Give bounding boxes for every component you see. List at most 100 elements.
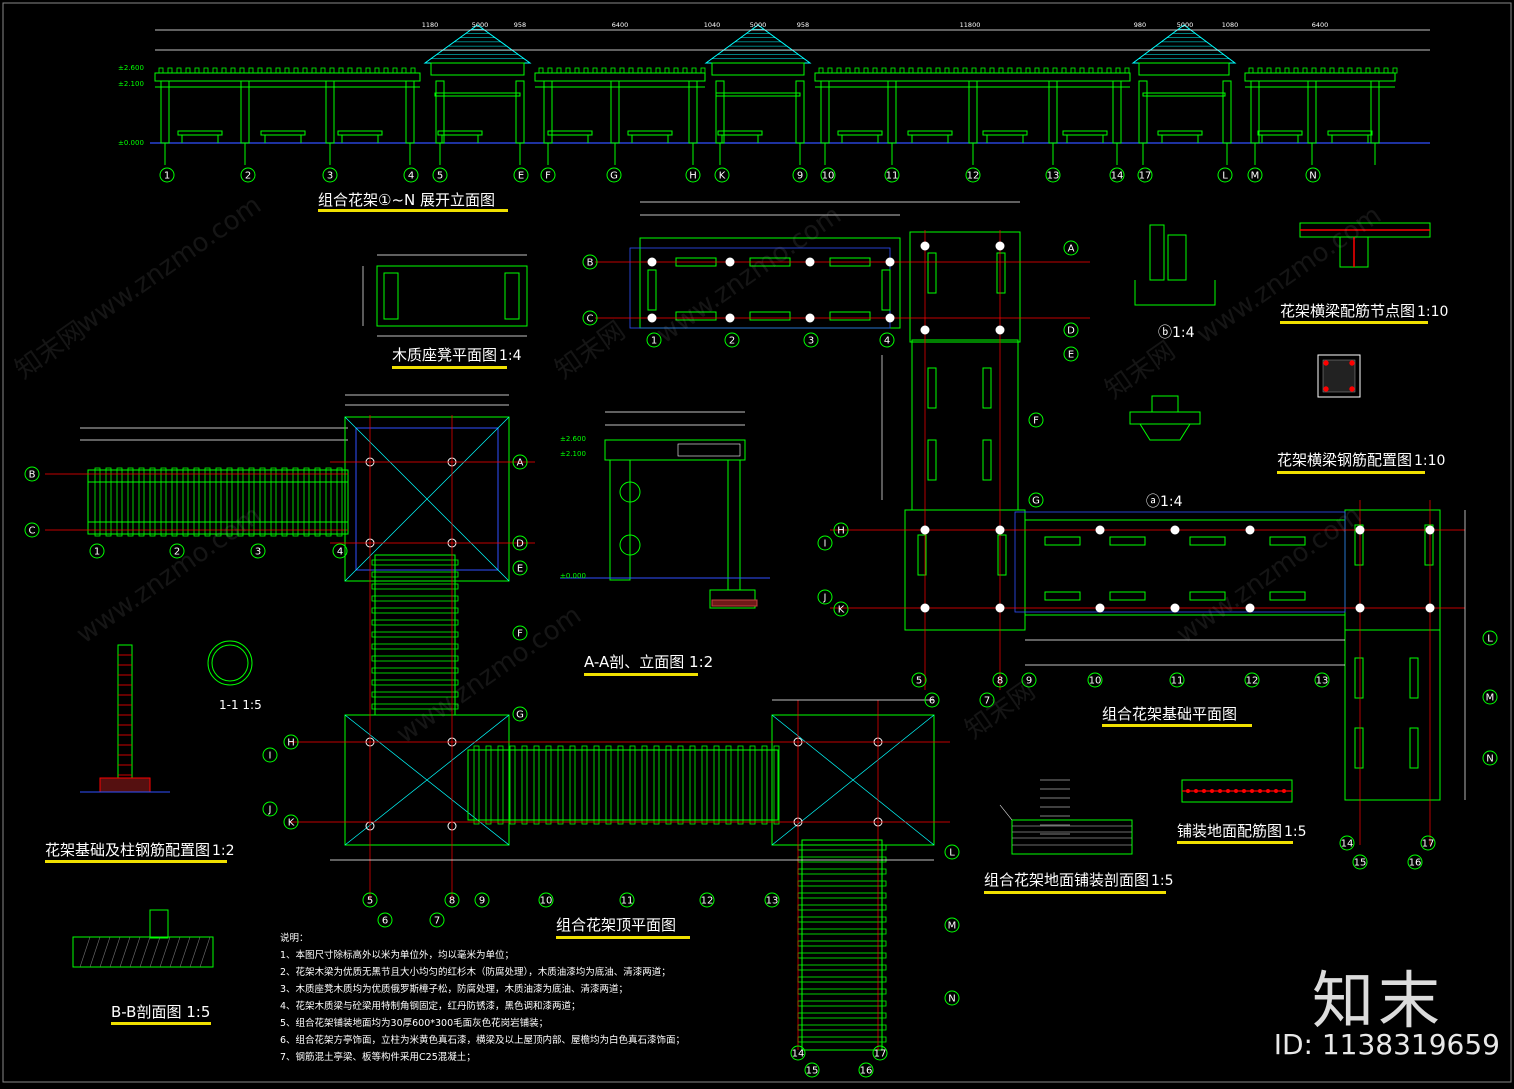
roof-rafter — [509, 745, 516, 825]
roof-rafter — [226, 467, 233, 537]
foundation-axis-bubble: 8 — [997, 676, 1003, 687]
title-text: 花架横梁钢筋配置图 — [1277, 451, 1413, 469]
bb-hatch — [159, 936, 171, 968]
axis-bubble — [817, 535, 833, 551]
bb-hatch — [179, 936, 191, 968]
foundation-column-mark — [1095, 603, 1105, 613]
pergola-rafter — [203, 67, 209, 74]
axis-bubble — [924, 692, 940, 708]
axis-bubble — [646, 332, 662, 348]
foundation-axis-bubble: C — [587, 314, 594, 325]
pergola-rafter — [239, 67, 245, 74]
roof-rafter — [371, 679, 459, 686]
axis-bubble — [403, 167, 419, 183]
foundation-column-mark — [920, 241, 930, 251]
pergola-rafter — [1097, 67, 1103, 74]
pavilion-roof — [704, 24, 812, 64]
foundation-bench-pad — [1269, 536, 1306, 546]
roof-axis-bubble: 14 — [792, 1049, 805, 1060]
paving-rebar-dot — [1274, 789, 1278, 793]
detail-b-block — [1167, 234, 1187, 281]
foundation-axis-bubble: 14 — [1341, 839, 1354, 850]
roof-hip — [771, 714, 935, 846]
roof-rafter — [314, 467, 321, 537]
foundation-axis-bubble: A — [1068, 244, 1075, 255]
detail-a-bracket — [1139, 423, 1191, 441]
section-beam — [604, 439, 746, 461]
notes-item: 5、组合花架铺装地面均为30厚600*300毛面灰色花岗岩铺装； — [280, 1018, 549, 1029]
roof-rafter — [797, 856, 887, 863]
title-roof-plan: 组合花架顶平面图 — [556, 916, 677, 934]
pergola-rafter — [302, 67, 308, 74]
elevation-column — [1307, 80, 1317, 144]
pergola-rafter — [410, 67, 416, 74]
foundation-column-mark — [1095, 525, 1105, 535]
roof-rafter — [215, 467, 222, 537]
pergola-rafter — [1293, 67, 1299, 74]
axis-bubble — [764, 892, 780, 908]
elevation-bench — [260, 130, 306, 136]
axis-bubble — [1407, 854, 1423, 870]
pergola-rafter — [356, 67, 362, 74]
axis-bubble — [582, 310, 598, 326]
pergola-rafter — [592, 67, 598, 74]
roof-rafter — [665, 745, 672, 825]
pergola-rafter — [935, 67, 941, 74]
notes-item: 7、钢筋混土亭梁、板等构件采用C25混凝土； — [280, 1052, 476, 1063]
roof-axis-bubble: B — [29, 470, 36, 481]
bench-plan-leg — [504, 272, 520, 320]
pergola-rafter — [221, 67, 227, 74]
roof-axis-bubble: 11 — [621, 896, 634, 907]
axis-bubble — [804, 1062, 820, 1078]
roof-rafter — [248, 467, 255, 537]
paving-rebar-dot — [1258, 789, 1262, 793]
pergola-rafter — [1257, 67, 1263, 74]
roof-rafter — [325, 467, 332, 537]
elevation-axis-bubble: 12 — [967, 171, 980, 182]
roof-axis-bubble: 8 — [449, 896, 455, 907]
pergola-rafter — [1338, 67, 1344, 74]
pergola-rafter — [284, 67, 290, 74]
roof-rafter — [371, 691, 459, 698]
title-scale: 1:2 — [212, 843, 235, 859]
foundation-axis-bubble: 12 — [1246, 676, 1259, 687]
pavilion-plan-outline — [344, 714, 510, 846]
axis-bubble — [24, 522, 40, 538]
elevation-axis-bubble: N — [1309, 171, 1316, 182]
pergola-rafter — [1374, 67, 1380, 74]
roof-rafter — [797, 1012, 887, 1019]
pergola-rafter — [1007, 67, 1013, 74]
pergola-rafter — [601, 67, 607, 74]
pergola-rafter — [1106, 67, 1112, 74]
foundation-column-mark — [725, 313, 735, 323]
roof-rafter — [653, 745, 660, 825]
axis-bubble — [513, 167, 529, 183]
pergola-rafter — [1025, 67, 1031, 74]
brand-logo: 知末 — [1311, 964, 1444, 1037]
section-footing-fill — [711, 599, 758, 607]
roof-axis-bubble: 10 — [540, 896, 553, 907]
paving-rebar-dot — [1226, 789, 1230, 793]
detail-b-base — [1134, 280, 1216, 306]
roof-rafter — [713, 745, 720, 825]
roof-hip — [344, 416, 510, 582]
axis-bubble — [965, 167, 981, 183]
pergola-rafter — [556, 67, 562, 74]
axis-bubble — [820, 167, 836, 183]
roof-axis-bubble: 4 — [337, 547, 343, 558]
pergola-rafter — [872, 67, 878, 74]
elevation-axis-bubble: 14 — [1111, 171, 1124, 182]
pergola-rafter — [547, 67, 553, 74]
elevation-column — [240, 80, 250, 144]
foundation-column-mark — [725, 257, 735, 267]
dimension-value: 980 — [1134, 21, 1146, 29]
pergola-rafter — [962, 67, 968, 74]
axis-bubble — [1137, 167, 1153, 183]
bb-hatch — [109, 936, 121, 968]
axis-bubble — [1021, 672, 1037, 688]
paving-section-frame — [1011, 819, 1133, 855]
pergola-rafter — [194, 67, 200, 74]
pergola-rafter — [1043, 67, 1049, 74]
foundation-axis-bubble: 10 — [1089, 676, 1102, 687]
